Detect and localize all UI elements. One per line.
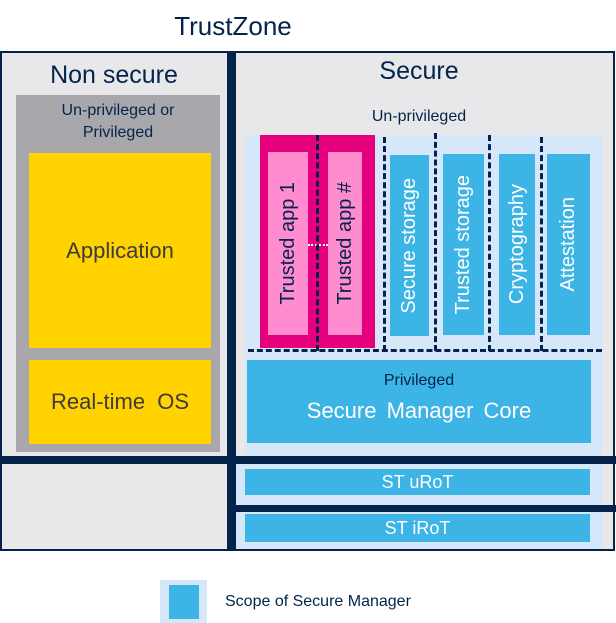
non-secure-privilege-label: Un-privileged or Privileged	[16, 98, 220, 146]
core-privilege-label: Privileged	[383, 371, 455, 389]
legend-label: Scope of Secure Manager	[225, 593, 411, 610]
trusted-storage-label: Trusted storage	[452, 174, 474, 315]
attestation-block: Attestation	[547, 154, 590, 335]
cryptography-label: Cryptography	[505, 184, 528, 305]
secure-storage-label: Secure storage	[398, 177, 420, 314]
trusted-app-1-label: Trusted app 1	[276, 182, 299, 305]
legend-swatch	[169, 585, 199, 619]
core-label: Secure Manager Core	[306, 397, 532, 423]
trusted-app-n-block: Trusted app #	[328, 152, 362, 335]
trusted-app-1-block: Trusted app 1	[268, 152, 308, 335]
st-urot-block: ST uRoT	[245, 469, 590, 495]
secure-unprivileged-label: Un-privileged	[371, 108, 467, 125]
non-secure-heading: Non secure	[50, 60, 178, 89]
rtos-block: Real-time OS	[29, 360, 211, 444]
isolation-line	[540, 137, 543, 351]
privilege-label-line-2: Privileged	[82, 124, 154, 141]
secure-storage-block: Secure storage	[390, 155, 429, 336]
privilege-boundary-line	[248, 349, 602, 352]
trusted-app-n-label: Trusted app #	[333, 182, 356, 305]
cryptography-block: Cryptography	[499, 154, 535, 335]
application-block: Application	[29, 153, 211, 348]
isolation-line	[316, 135, 319, 351]
attestation-label: Attestation	[557, 197, 579, 292]
privilege-label-line-1: Un-privileged or	[61, 102, 175, 119]
world-divider-vertical	[227, 51, 236, 551]
trusted-storage-block: Trusted storage	[443, 154, 484, 335]
isolation-line	[488, 135, 491, 351]
secure-heading: Secure	[379, 56, 459, 85]
isolation-line	[383, 137, 386, 351]
secure-manager-core-block: Privileged Secure Manager Core	[247, 360, 591, 443]
isolation-line	[434, 133, 437, 351]
rot-divider-horizontal	[227, 505, 616, 512]
boot-divider-horizontal	[0, 456, 616, 464]
st-irot-block: ST iRoT	[245, 514, 590, 542]
diagram-title: TrustZone	[174, 10, 292, 41]
